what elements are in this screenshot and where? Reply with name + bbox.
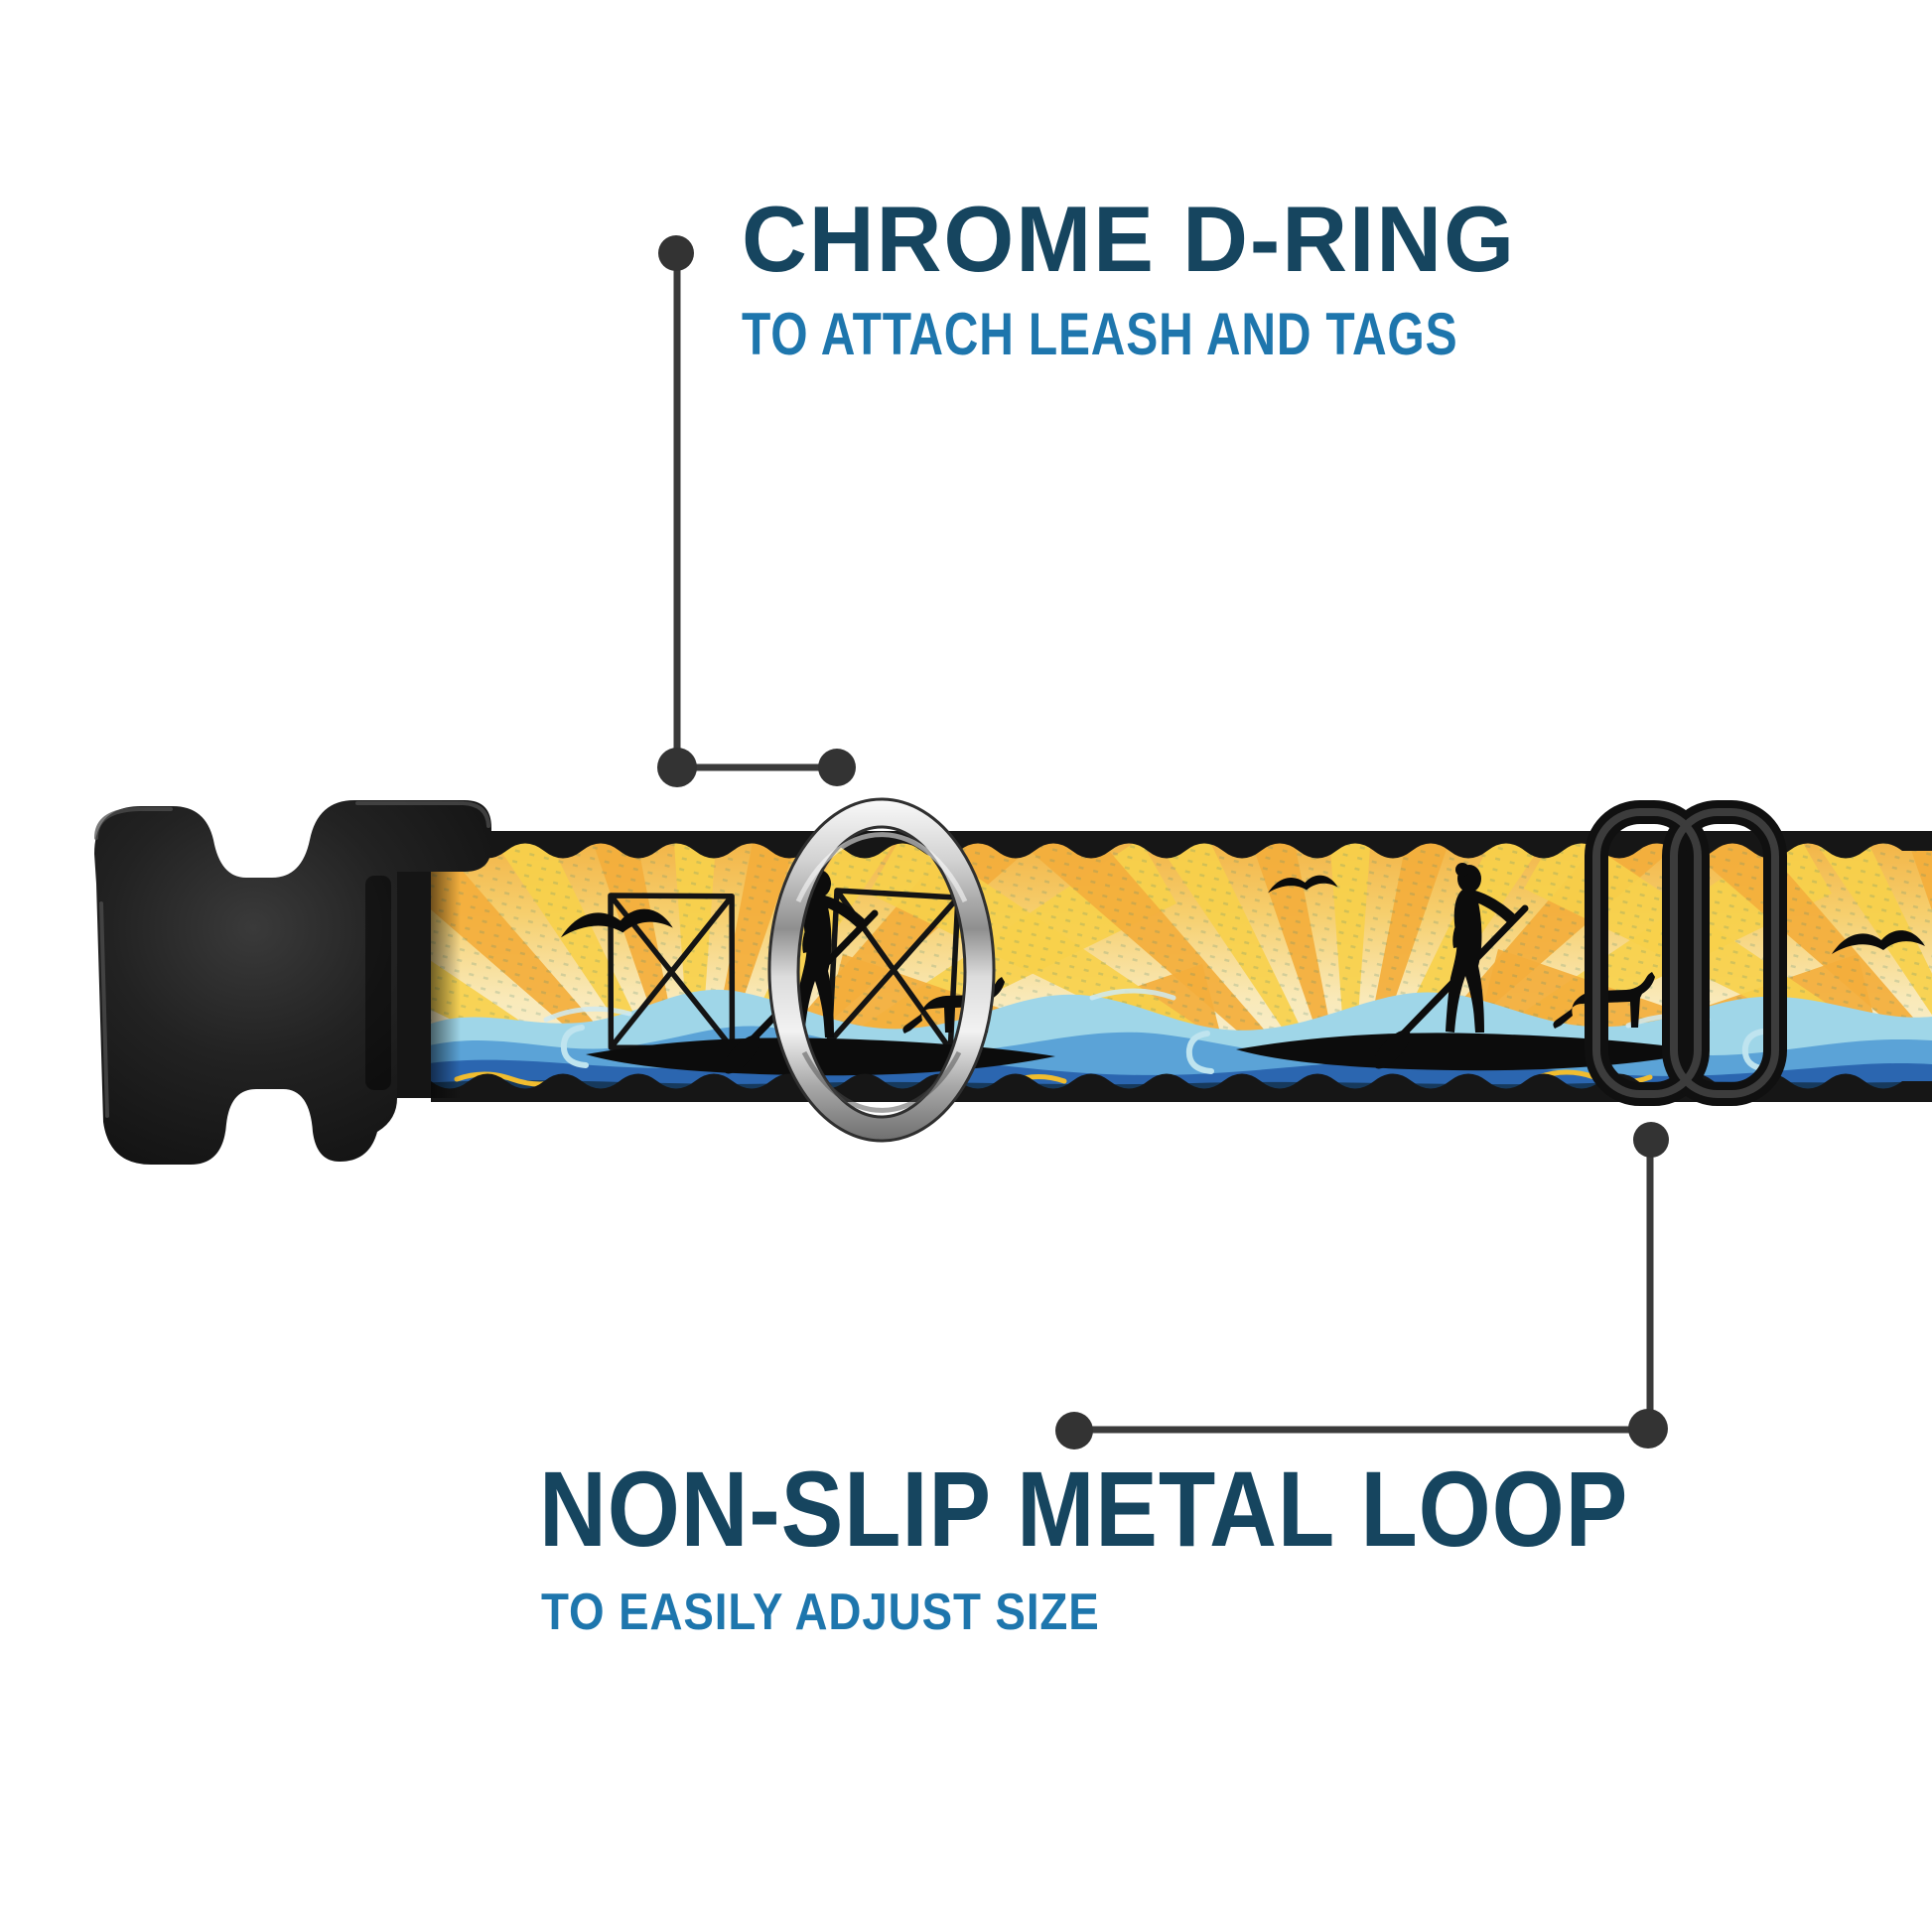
slider-loop — [1585, 800, 1787, 1106]
d-ring-callout-line — [673, 253, 837, 771]
d-ring-callout-subtitle: TO ATTACH LEASH AND TAGS — [742, 301, 1458, 367]
callout-dot — [1055, 1412, 1093, 1449]
callout-dot — [1628, 1409, 1668, 1449]
callout-dot — [658, 235, 694, 271]
metal-loop-callout-title: NON-SLIP METAL LOOP — [539, 1449, 1629, 1569]
metal-loop-callout-dots — [1055, 1122, 1669, 1449]
buckle — [94, 800, 491, 1165]
metal-loop-callout-subtitle: TO EASILY ADJUST SIZE — [541, 1584, 1100, 1641]
d-ring-callout-dots — [657, 235, 856, 787]
callout-dot — [657, 748, 697, 787]
callout-dot — [818, 749, 856, 786]
metal-loop-callout-line — [1074, 1140, 1654, 1434]
callout-dot — [1633, 1122, 1669, 1158]
d-ring-callout-title: CHROME D-RING — [742, 187, 1516, 291]
d-ring — [767, 797, 996, 1143]
